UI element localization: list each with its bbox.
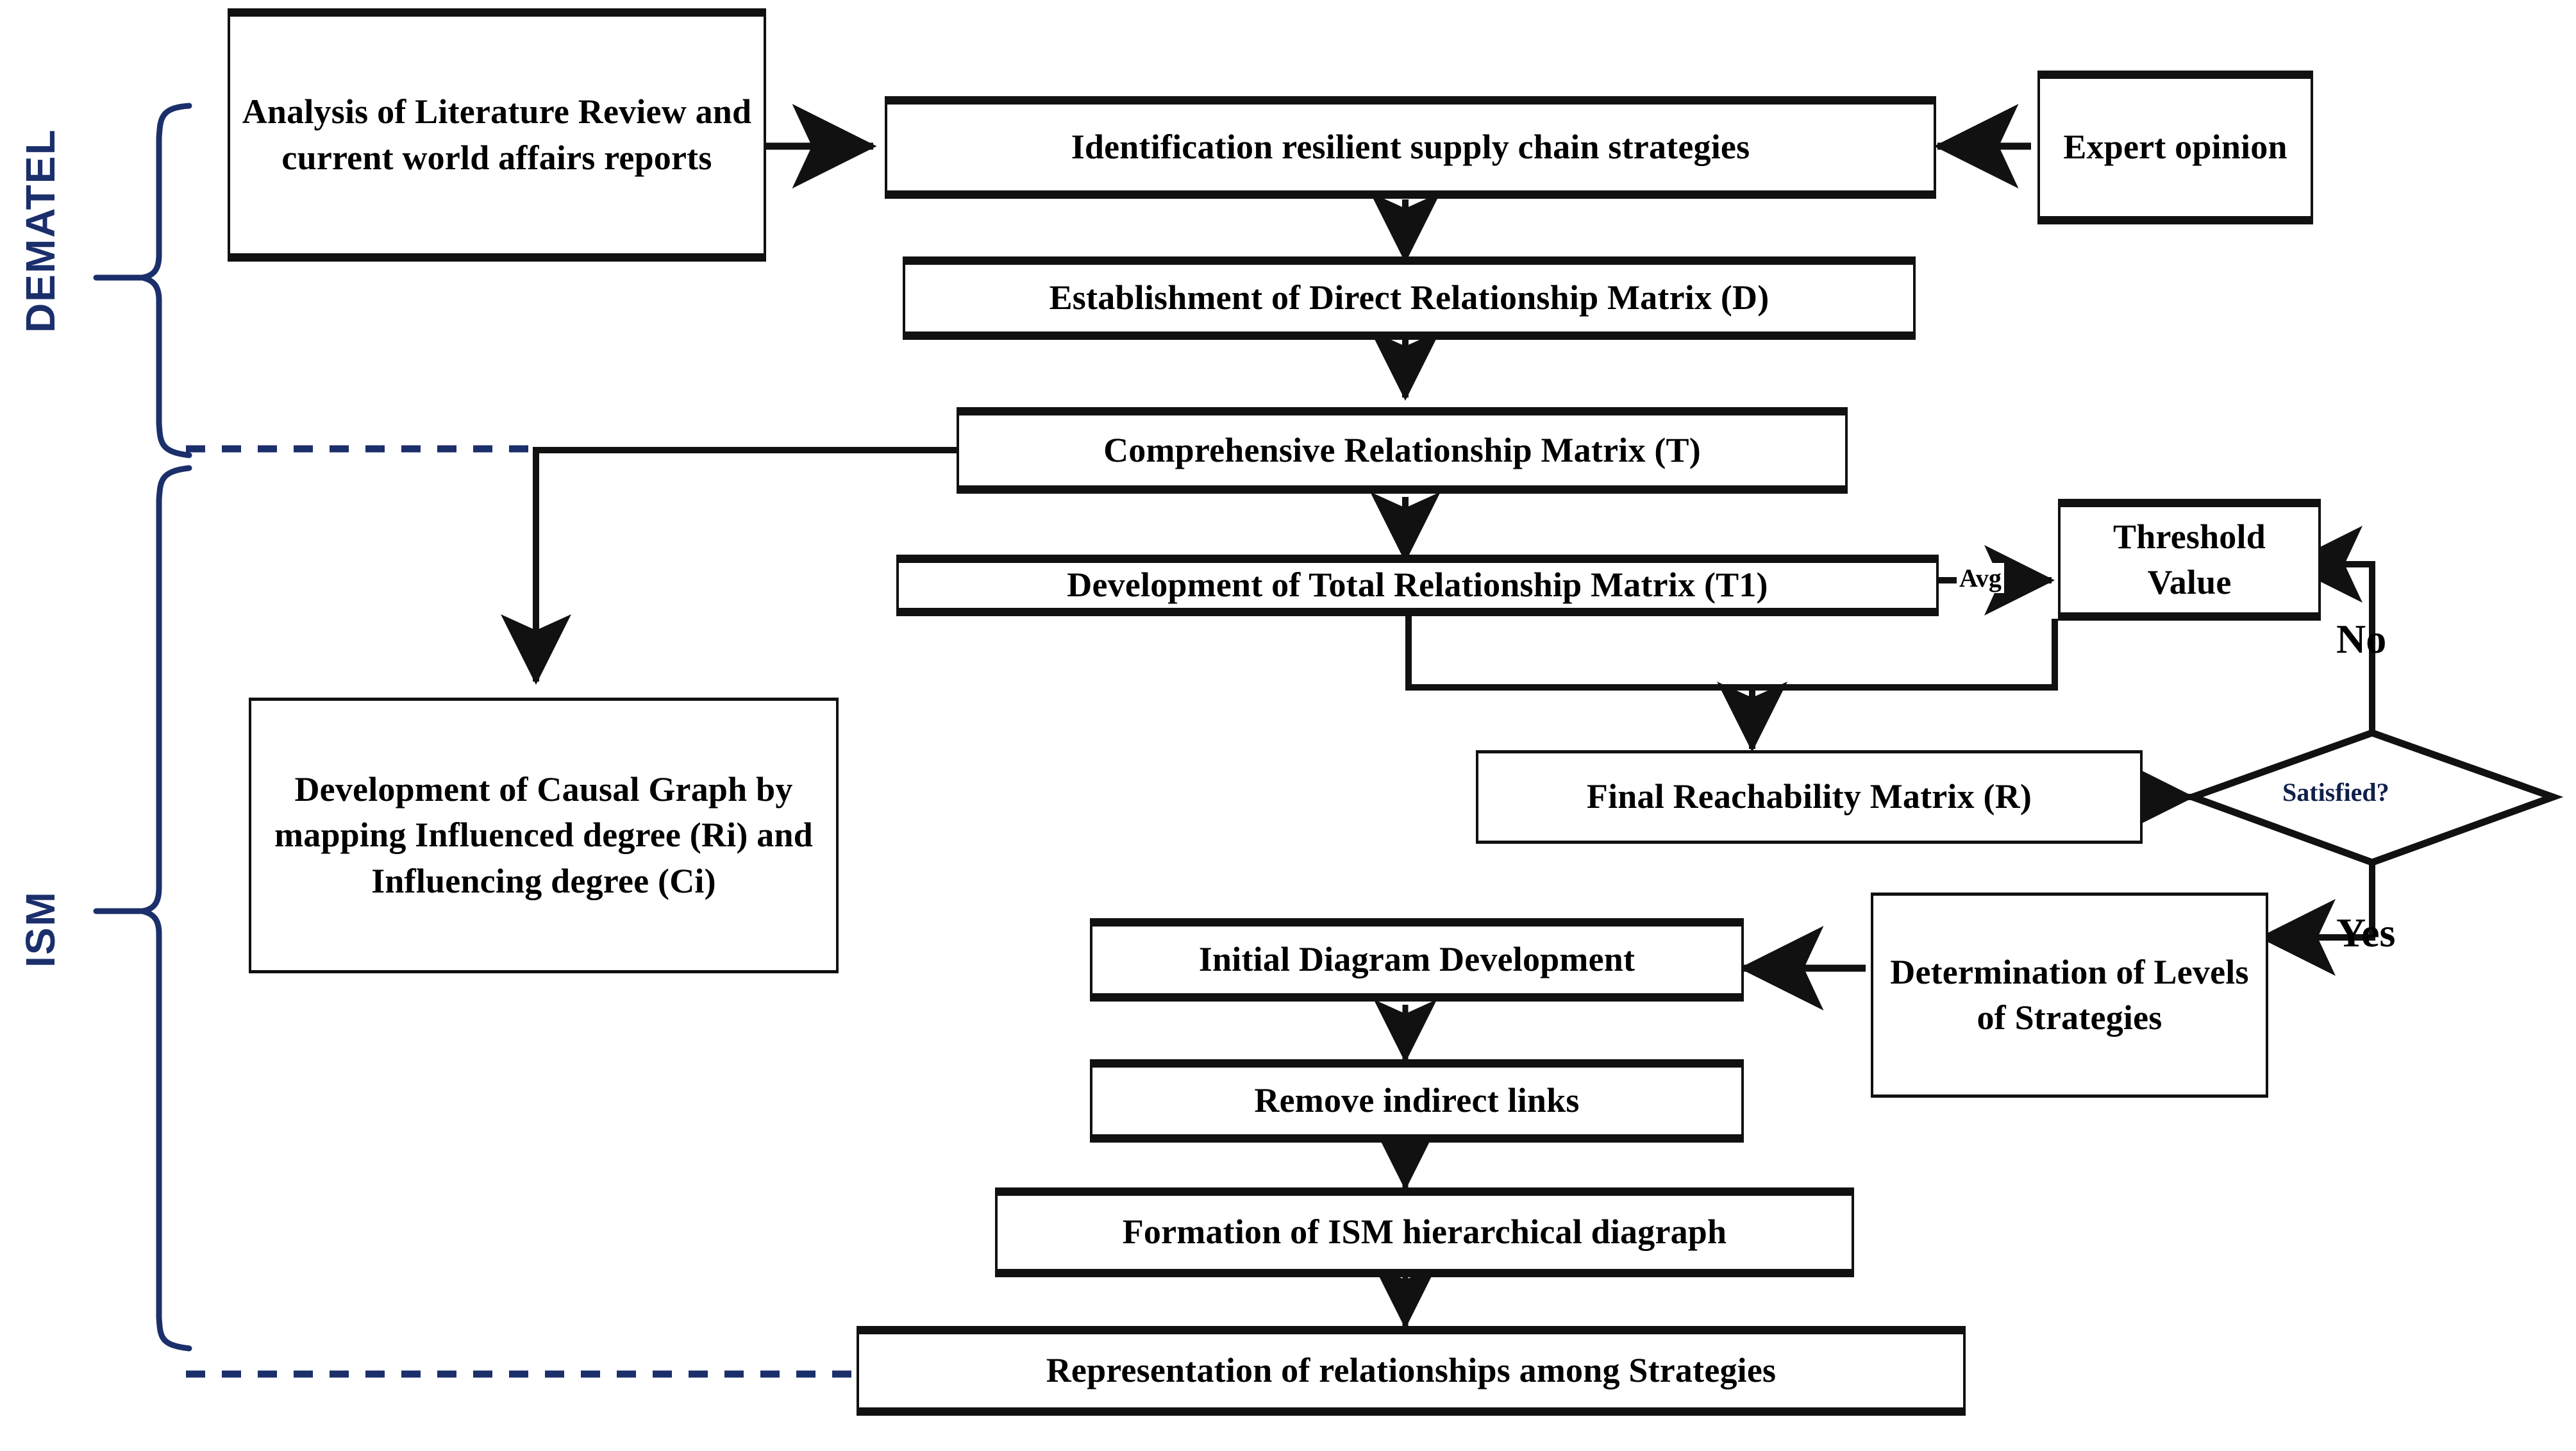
node-causal-graph-label: Development of Causal Graph by mapping I… xyxy=(274,770,813,900)
ism-brace xyxy=(93,465,192,1352)
phase-label-dematel: DEMATEL xyxy=(17,128,63,333)
node-causal-graph[interactable]: Development of Causal Graph by mapping I… xyxy=(249,698,839,973)
node-identification-label: Identification resilient supply chain st… xyxy=(1071,128,1750,167)
dematel-brace xyxy=(93,103,192,458)
node-representation[interactable]: Representation of relationships among St… xyxy=(857,1326,1966,1416)
edge-decision-yes-to-levels xyxy=(2259,862,2375,976)
node-literature[interactable]: Analysis of Literature Review and curren… xyxy=(228,8,766,262)
node-direct-matrix-label: Establishment of Direct Relationship Mat… xyxy=(1049,278,1769,317)
node-expert-opinion-label: Expert opinion xyxy=(2063,128,2287,167)
node-initial-diagram-label: Initial Diagram Development xyxy=(1198,940,1635,979)
edge-comprehensive-to-causal-graph xyxy=(501,447,958,685)
node-initial-diagram[interactable]: Initial Diagram Development xyxy=(1090,918,1744,1002)
phase-label-ism: ISM xyxy=(17,891,63,968)
node-ism-digraph-label: Formation of ISM hierarchical diagraph xyxy=(1122,1212,1727,1252)
edge-label-yes: Yes xyxy=(2336,910,2396,955)
node-comprehensive-matrix-label: Comprehensive Relationship Matrix (T) xyxy=(1103,430,1701,469)
node-levels-of-strategies-label: Determination of Levels of Strategies xyxy=(1890,952,2249,1037)
node-ism-digraph[interactable]: Formation of ISM hierarchical diagraph xyxy=(995,1187,1854,1277)
node-representation-label: Representation of relationships among St… xyxy=(1046,1351,1777,1390)
node-threshold-value-label: Threshold Value xyxy=(2113,517,2266,601)
decision-diamond-satisfied[interactable] xyxy=(2182,729,2564,866)
node-total-matrix[interactable]: Development of Total Relationship Matrix… xyxy=(896,555,1939,616)
node-reachability-matrix-label: Final Reachability Matrix (R) xyxy=(1586,777,2032,816)
node-expert-opinion[interactable]: Expert opinion xyxy=(2037,71,2313,224)
node-threshold-value[interactable]: Threshold Value xyxy=(2058,499,2321,621)
edge-label-avg: Avg xyxy=(1957,563,2004,593)
node-remove-indirect-links[interactable]: Remove indirect links xyxy=(1090,1059,1744,1143)
node-reachability-matrix[interactable]: Final Reachability Matrix (R) xyxy=(1476,750,2143,844)
node-direct-matrix[interactable]: Establishment of Direct Relationship Mat… xyxy=(903,256,1916,340)
node-comprehensive-matrix[interactable]: Comprehensive Relationship Matrix (T) xyxy=(957,407,1848,494)
edge-merge-to-reachability xyxy=(1405,616,2058,691)
node-remove-indirect-links-label: Remove indirect links xyxy=(1254,1081,1580,1120)
node-levels-of-strategies[interactable]: Determination of Levels of Strategies xyxy=(1871,893,2268,1098)
node-literature-label: Analysis of Literature Review and curren… xyxy=(242,92,752,177)
edge-label-no: No xyxy=(2336,616,2387,662)
node-total-matrix-label: Development of Total Relationship Matrix… xyxy=(1067,566,1768,605)
node-identification[interactable]: Identification resilient supply chain st… xyxy=(885,96,1936,199)
decision-diamond-label: Satisfied? xyxy=(2282,778,2389,807)
